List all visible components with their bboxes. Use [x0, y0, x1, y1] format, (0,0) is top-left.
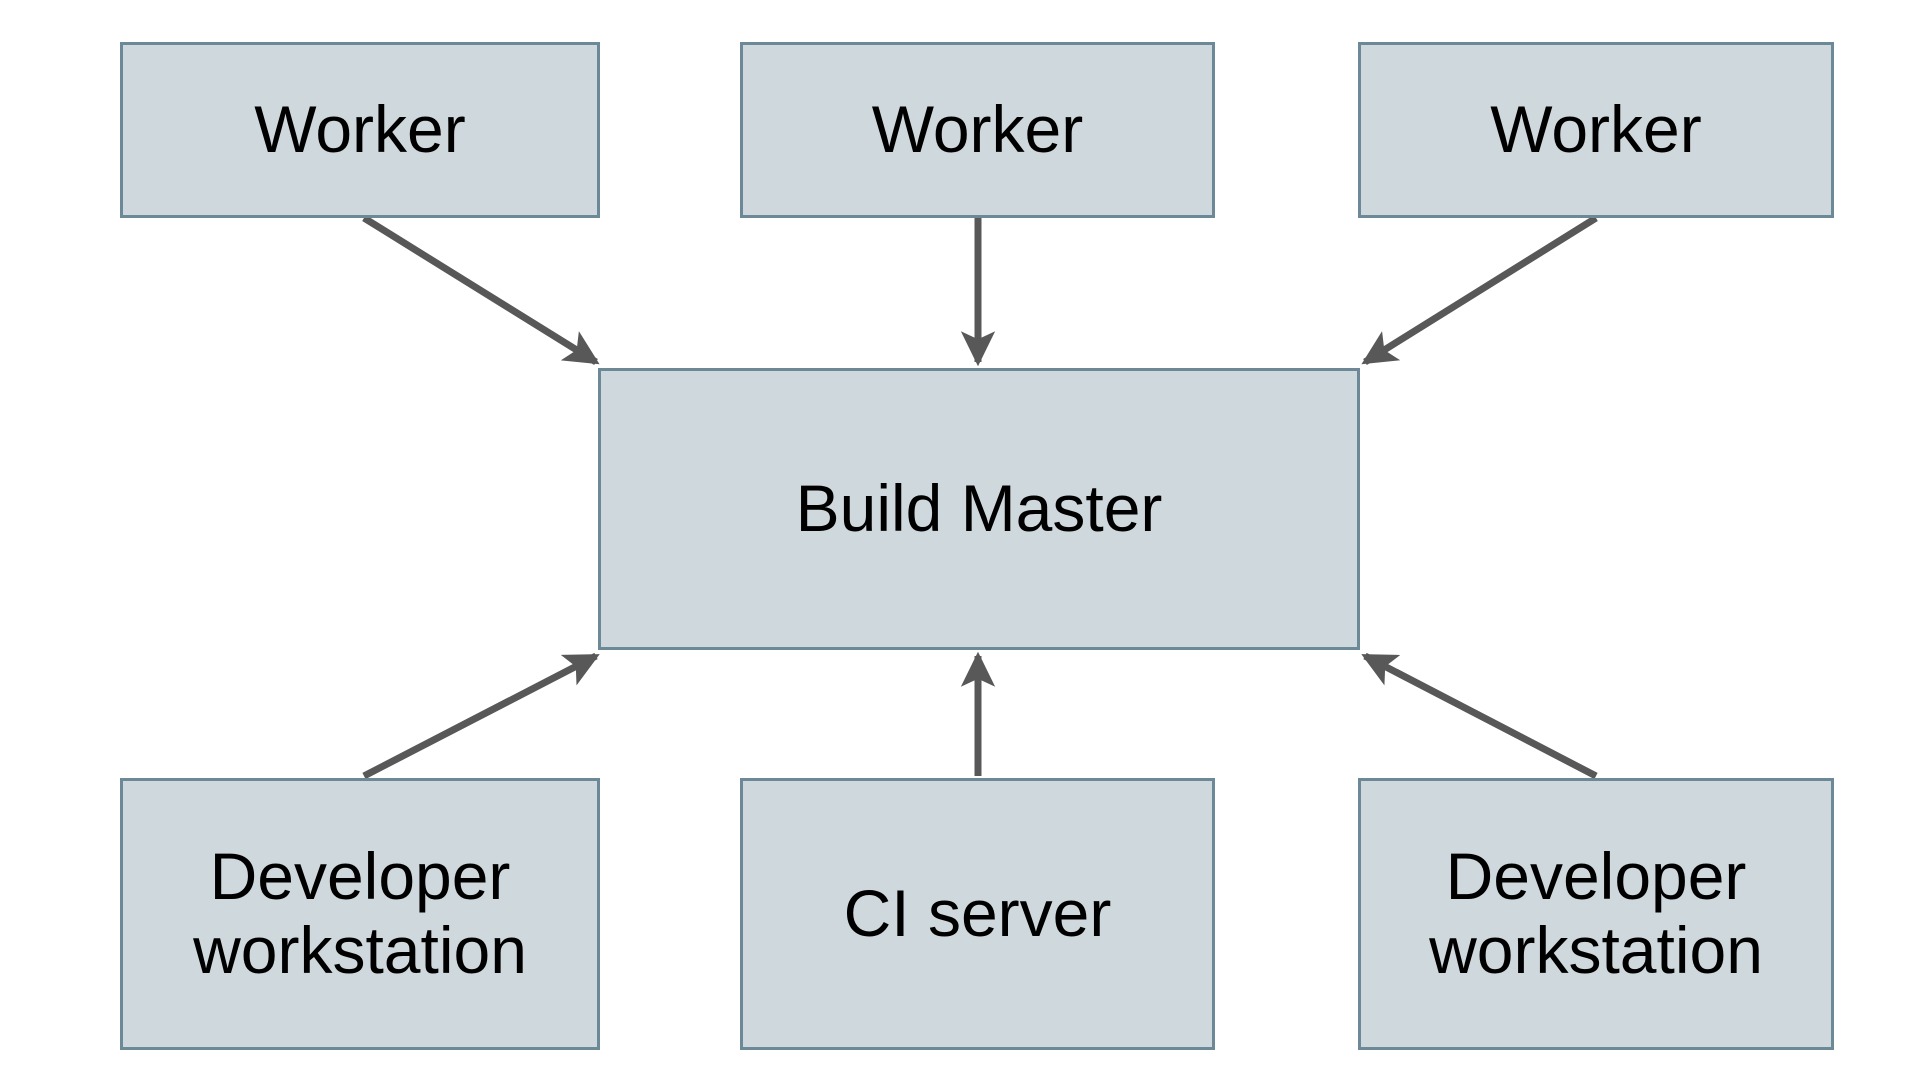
node-worker-3[interactable]: Worker	[1358, 42, 1834, 218]
node-worker-2[interactable]: Worker	[740, 42, 1215, 218]
node-dev-workstation-right[interactable]: Developer workstation	[1358, 778, 1834, 1050]
node-ci-server[interactable]: CI server	[740, 778, 1215, 1050]
node-worker-1[interactable]: Worker	[120, 42, 600, 218]
edge-worker-3-to-build-master	[1361, 215, 1598, 365]
edge-dev-left-to-build-master	[362, 652, 600, 780]
node-dev-workstation-left[interactable]: Developer workstation	[120, 778, 600, 1050]
edge-worker-1-to-build-master	[362, 215, 600, 365]
node-build-master[interactable]: Build Master	[598, 368, 1360, 650]
edge-dev-right-to-build-master	[1361, 652, 1598, 780]
